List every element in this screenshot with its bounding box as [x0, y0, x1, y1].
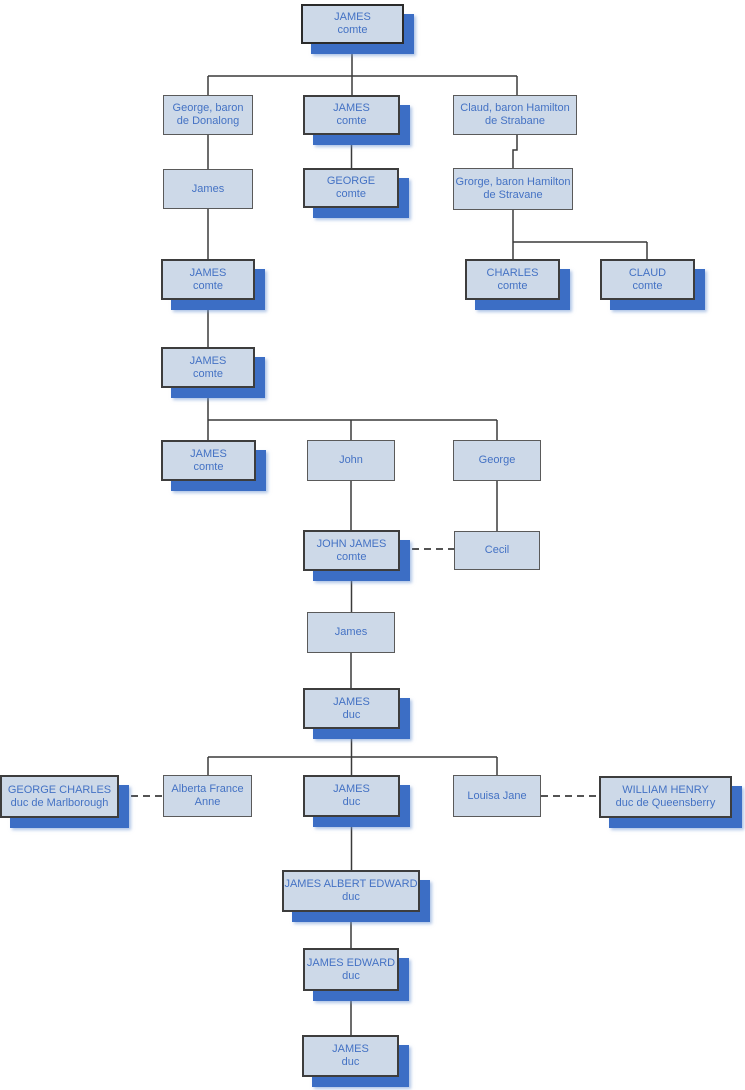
node-name-label: JAMES: [190, 447, 227, 460]
node-james-16: James: [307, 612, 395, 653]
node-george-13: George: [453, 440, 541, 481]
node-john-12: John: [307, 440, 395, 481]
node-title-label: comte: [193, 279, 223, 292]
node-name-label: JAMES: [333, 102, 370, 114]
node-name-label: GEORGE CHARLES: [7, 783, 112, 796]
node-name-label: Alberta France: [171, 783, 244, 795]
node-name-label: Louisa Jane: [467, 789, 527, 802]
node-cecil-15: Cecil: [454, 531, 540, 570]
node-name-label: CHARLES: [486, 266, 539, 279]
node-title-label: duc: [341, 1056, 360, 1068]
node-name-label: JAMES: [332, 1043, 369, 1055]
node-name-label: George, baron: [172, 102, 244, 114]
node-name-label: WILLIAM HENRY: [622, 784, 709, 796]
node-title-label: comte: [193, 367, 223, 380]
node-name-label: Grorge, baron Hamilton: [455, 176, 571, 188]
node-louisa-jane-21: Louisa Jane: [453, 775, 541, 817]
node-title-label: duc: [342, 969, 360, 982]
node-title-label: duc de Marlborough: [10, 796, 109, 809]
node-name-label: John: [339, 454, 363, 466]
node-title-label: de Donalong: [176, 115, 240, 127]
node-title-label: Anne: [194, 796, 221, 808]
node-title-label: de Stravane: [483, 189, 543, 201]
node-name-label: JOHN JAMES: [316, 537, 387, 550]
node-name-label: JAMES: [189, 266, 227, 279]
node-name-label: JAMES: [334, 11, 371, 23]
node-title-label: comte: [193, 460, 224, 473]
node-title-label: duc de Queensberry: [615, 797, 716, 809]
node-title-label: duc: [342, 796, 361, 808]
node-title-label: comte: [336, 115, 367, 127]
node-title-label: duc: [342, 708, 361, 721]
node-name-label: James: [191, 182, 225, 195]
node-title-label: comte: [336, 550, 367, 563]
node-name-label: JAMES: [333, 695, 370, 708]
node-name-label: James: [334, 626, 368, 638]
node-title-label: comte: [632, 279, 663, 292]
node-name-label: CLAUD: [628, 266, 667, 279]
node-title-label: de Strabane: [485, 115, 545, 127]
node-name-label: JAMES: [189, 354, 227, 367]
descent-connector-line: [512, 135, 518, 168]
node-title-label: comte: [336, 188, 366, 200]
node-title-label: comte: [337, 24, 368, 36]
node-name-label: JAMES: [333, 783, 370, 795]
node-james-4: James: [163, 169, 253, 209]
node-name-label: JAMES ALBERT EDWARD: [284, 878, 418, 890]
node-name-label: Cecil: [484, 544, 510, 556]
node-name-label: JAMES EDWARD: [306, 956, 396, 969]
node-title-label: duc: [342, 891, 360, 903]
node-name-label: GEORGE: [326, 175, 376, 187]
node-name-label: Claud, baron Hamilton: [460, 102, 570, 114]
node-title-label: comte: [497, 279, 528, 292]
node-name-label: George: [478, 454, 516, 466]
